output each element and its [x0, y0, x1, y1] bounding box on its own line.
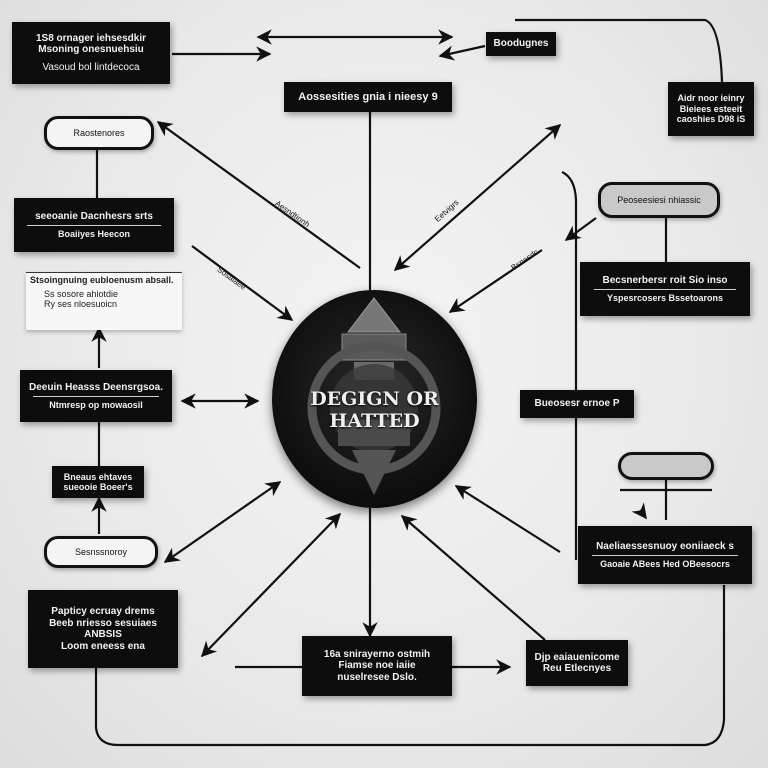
node-text-line: Beeb nriesso sesuiaes: [49, 617, 157, 629]
node-title: Becsnerbersr roit Sio inso: [602, 274, 728, 286]
node-text-line: 1S8 ornager iehsesdkir: [35, 32, 147, 44]
node-text-line: Fiamse noe iaiie: [338, 660, 416, 672]
divider: [592, 555, 738, 557]
bottom-frame: [94, 585, 726, 747]
arrow-to-right-pill: [564, 217, 597, 241]
node-left-card: Stsoingnuing eubloenusm absall. Ss sosor…: [26, 272, 182, 330]
node-left-3: Bneaus ehtaves sueooie Boeer's: [52, 466, 144, 498]
line-top-right-elbow: [515, 18, 724, 83]
node-title: seeoanie Dacnhesrs srts: [35, 210, 153, 222]
node-text-line: Djp eaiauenicome: [534, 651, 620, 663]
node-title: Deeuin Heasss Deensrgsoa.: [29, 381, 163, 393]
node-text-line: sueooie Boeer's: [63, 482, 133, 492]
divider: [27, 225, 161, 227]
node-right-pill-1: Peoseesiesi nhiassic: [598, 182, 720, 218]
spoke-lower-left: [163, 481, 282, 563]
spoke-lower-right-1: [400, 514, 546, 641]
pill-text: Sesnssnoroy: [74, 547, 128, 557]
node-left-pill-1: Raostenores: [44, 116, 154, 150]
arrow-to-boodugnes: [438, 44, 486, 61]
node-sub: Gaoaie ABees Hed OBeesocrs: [600, 559, 730, 570]
node-text-line: Bieiees esteeit: [679, 103, 743, 114]
node-bottom-left: Papticy ecruay drems Beeb nriesso sesuia…: [28, 590, 178, 668]
divider: [33, 396, 159, 398]
node-right-2: Bueosesr ernoe P: [520, 390, 634, 418]
spoke-lower-right-2: [454, 485, 561, 553]
node-right-pill-2: [618, 452, 714, 480]
node-text-line: 16a snirayerno ostmih: [323, 648, 431, 660]
right-tick: [631, 502, 647, 520]
emblem-icon: [307, 297, 441, 495]
spoke-left-mid: [191, 245, 294, 321]
node-text-line: nuselresee Dslo.: [337, 671, 417, 683]
node-text: Bueosesr ernoe P: [534, 398, 620, 410]
node-sub: Vasoud bol lintdecoca: [42, 61, 140, 73]
spoke-lower-left-2: [200, 512, 342, 658]
node-top-right-small: Boodugnes: [486, 32, 556, 56]
node-sub: Yspesrcosers Bssetoarons: [606, 293, 724, 304]
node-text-line: ANBSIS: [84, 629, 122, 640]
node-sub: Ntmresp op mowaosil: [49, 400, 143, 411]
node-top-left: 1S8 ornager iehsesdkir Msoning onesnuehs…: [12, 22, 170, 84]
node-right-1: Becsnerbersr roit Sio inso Yspesrcosers …: [580, 262, 750, 316]
card-line: Ss sosore ahiotdie: [44, 289, 119, 299]
right-spine: [561, 171, 578, 560]
spoke-upper-left: [156, 121, 361, 269]
card-line: Ry ses nloesuoicn: [44, 299, 118, 309]
node-right-3: Naeliaessesnuoy eoniiaeck s Gaoaie ABees…: [578, 526, 752, 584]
node-left-1: seeoanie Dacnhesrs srts Boaiiyes Heecon: [14, 198, 174, 252]
node-text: Aossesities gnia i nieesy 9: [298, 90, 438, 103]
node-text-line: Msoning onesnuehsiu: [38, 44, 144, 56]
node-text-line: caoshies D98 iS: [676, 114, 746, 125]
divider: [593, 289, 737, 291]
spoke-right-mid: [448, 249, 543, 313]
node-left-2: Deeuin Heasss Deensrgsoa. Ntmresp op mow…: [20, 370, 172, 422]
node-title: Naeliaessesnuoy eoniiaeck s: [596, 540, 734, 552]
node-text-line: Reu Etlecnyes: [542, 663, 612, 674]
central-title: DEGIGN OR HATTED: [310, 388, 439, 432]
node-text-line: Aidr noor ieinry: [677, 93, 745, 104]
node-top-center: Aossesities gnia i nieesy 9: [284, 82, 452, 112]
node-text: Boodugnes: [493, 38, 549, 50]
central-emblem: DEGIGN OR HATTED: [272, 290, 477, 508]
node-text-line: Bneaus ehtaves: [63, 471, 133, 482]
spoke-upper-right: [393, 123, 562, 272]
card-title: Stsoingnuing eubloenusm absall.: [30, 275, 174, 285]
pill-text: Raostenores: [73, 128, 125, 138]
node-bottom-center: 16a snirayerno ostmih Fiamse noe iaiie n…: [302, 636, 452, 696]
node-sub: Boaiiyes Heecon: [57, 229, 131, 240]
node-text-line: Loom eneess ena: [61, 640, 145, 652]
node-bottom-right: Djp eaiauenicome Reu Etlecnyes: [526, 640, 628, 686]
node-left-pill-2: Sesnssnoroy: [44, 536, 158, 568]
pill-text: Peoseesiesi nhiassic: [617, 195, 701, 205]
node-text-line: Papticy ecruay drems: [51, 606, 155, 617]
node-right-top: Aidr noor ieinry Bieiees esteeit caoshie…: [668, 82, 754, 136]
